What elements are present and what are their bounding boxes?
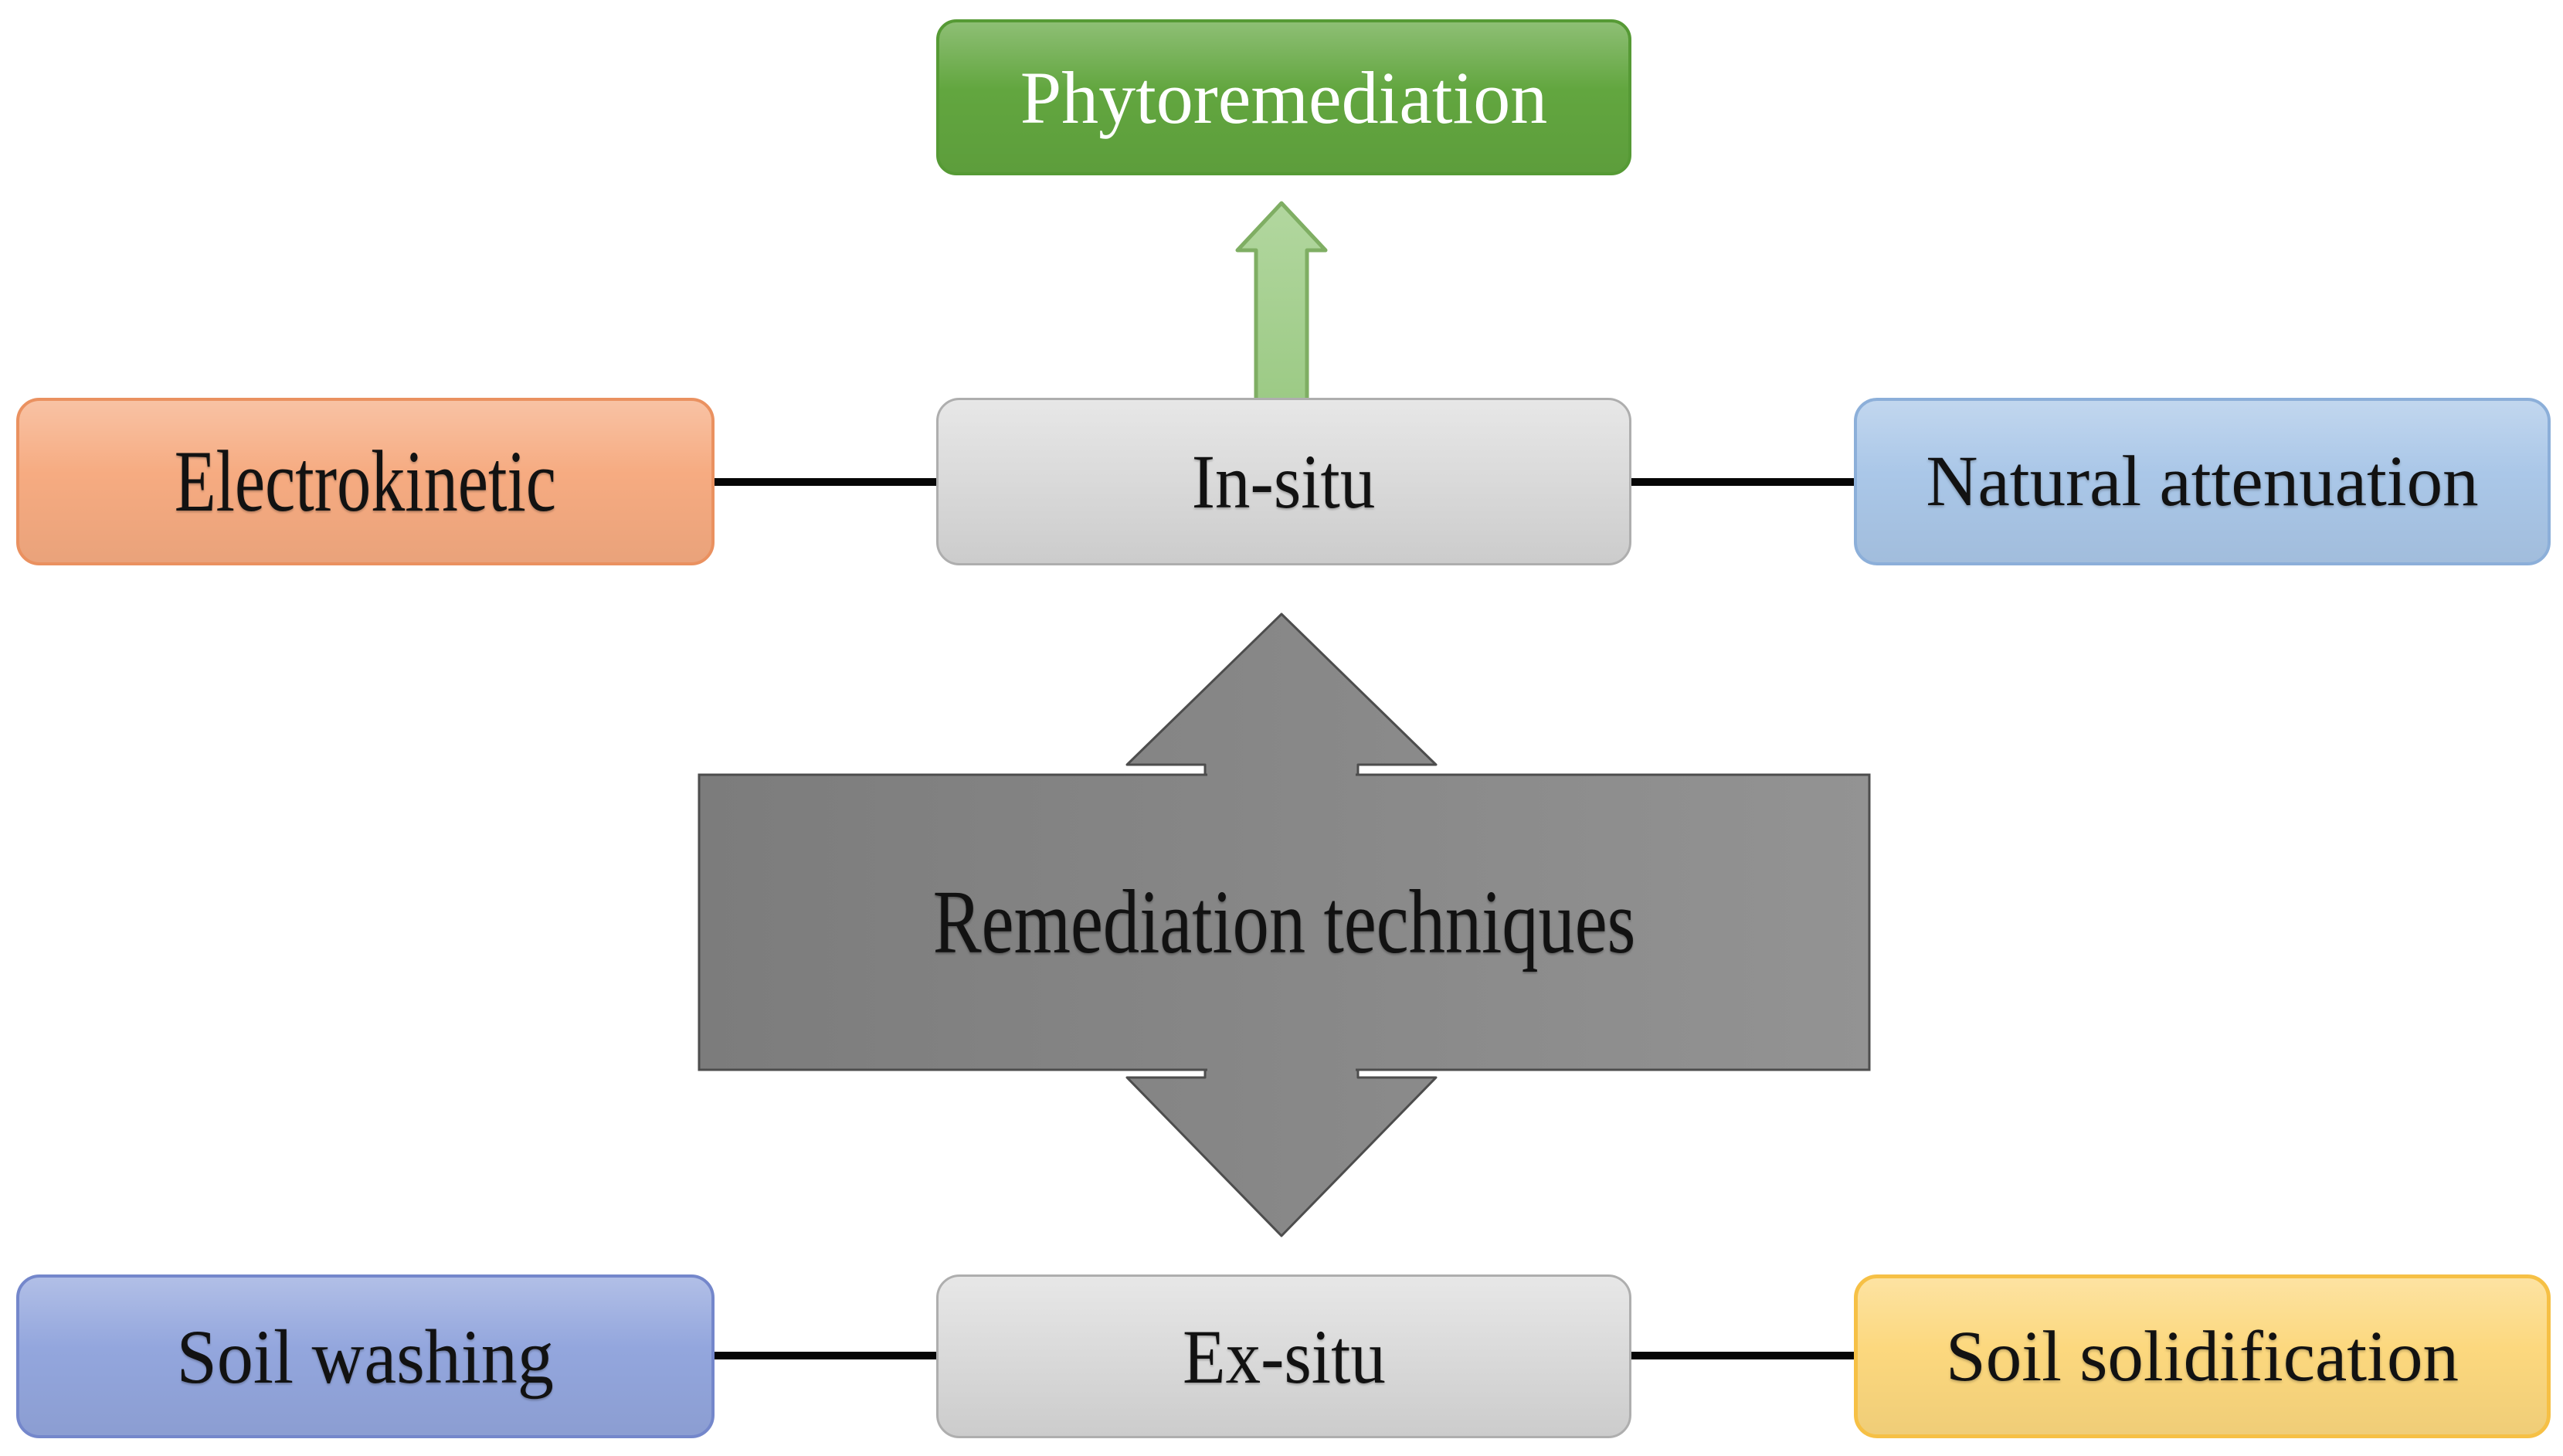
node-ex-situ: Ex-situ (936, 1274, 1631, 1438)
remediation-techniques-rect (698, 773, 1871, 1071)
connector-soilwashing-exsitu (695, 1352, 950, 1359)
node-electrokinetic: Electrokinetic (16, 398, 715, 565)
node-in-situ-label: In-situ (1192, 439, 1376, 524)
node-soil-solidification-label: Soil solidification (1946, 1316, 2459, 1397)
node-phytoremediation: Phytoremediation (936, 19, 1631, 175)
node-remediation-techniques-label: Remediation techniques (932, 871, 1636, 972)
node-natural-attenuation: Natural attenuation (1854, 398, 2551, 565)
node-in-situ: In-situ (936, 398, 1631, 565)
connector-insitu-natural (1614, 478, 1869, 486)
connector-exsitu-solidification (1614, 1352, 1869, 1359)
node-remediation-techniques: Remediation techniques (699, 775, 1869, 1070)
connector-electrokinetic-insitu (695, 478, 950, 486)
node-natural-attenuation-label: Natural attenuation (1926, 442, 2479, 521)
node-ex-situ-label: Ex-situ (1182, 1313, 1386, 1400)
node-soil-solidification: Soil solidification (1854, 1274, 2551, 1438)
node-electrokinetic-label: Electrokinetic (174, 433, 557, 530)
node-soil-washing: Soil washing (16, 1274, 715, 1438)
node-phytoremediation-label: Phytoremediation (1020, 56, 1548, 139)
node-soil-washing-label: Soil washing (176, 1313, 555, 1400)
shaft-patch-bottom (1207, 1063, 1356, 1072)
shaft-patch-top (1207, 770, 1356, 779)
green-up-arrow-icon (1235, 201, 1328, 404)
